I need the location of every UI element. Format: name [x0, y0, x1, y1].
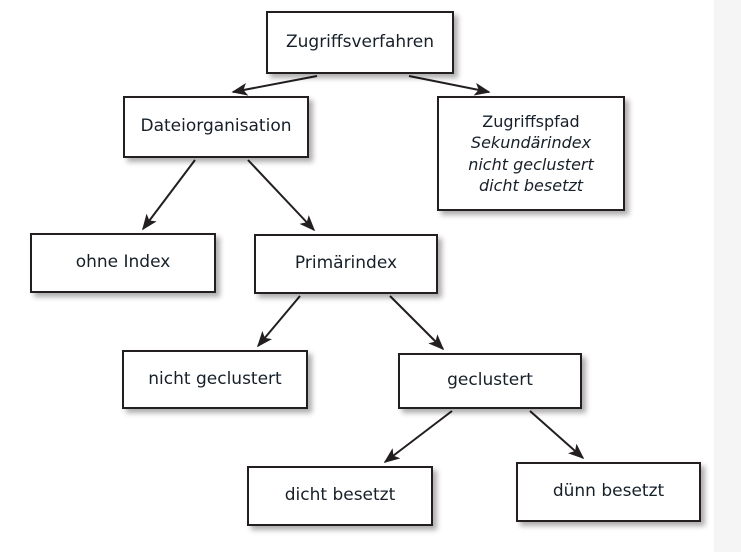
edge-zugriffsverfahren-to-dateiorganisation — [231, 75, 318, 96]
node-label: ohne Index — [75, 252, 171, 273]
node-label: dünn besetzt — [552, 481, 665, 502]
node-ohne-index[interactable]: ohne Index — [30, 233, 216, 293]
right-margin-strip — [714, 0, 741, 552]
edge-dateiorganisation-to-primaerindex — [247, 159, 316, 232]
edge-dateiorganisation-to-ohne-index — [142, 159, 196, 231]
edge-geclustert-to-dicht-besetzt — [383, 410, 453, 463]
node-label: Dateiorganisation — [140, 116, 292, 137]
node-label-line-3: nicht geclustert — [468, 154, 594, 174]
node-label: dicht besetzt — [284, 485, 396, 506]
node-dicht-besetzt[interactable]: dicht besetzt — [247, 466, 433, 526]
node-nicht-geclustert[interactable]: nicht geclustert — [122, 350, 308, 409]
node-label: nicht geclustert — [148, 368, 282, 389]
node-duenn-besetzt[interactable]: dünn besetzt — [516, 462, 701, 522]
edge-primaerindex-to-geclustert — [389, 295, 445, 351]
node-geclustert[interactable]: geclustert — [398, 353, 582, 409]
node-zugriffsverfahren[interactable]: Zugriffsverfahren — [266, 11, 454, 74]
node-dateiorganisation[interactable]: Dateiorganisation — [123, 96, 309, 158]
node-label: Zugriffsverfahren — [285, 31, 435, 52]
edge-geclustert-to-duenn-besetzt — [529, 410, 585, 460]
node-label-line-2: Sekundärindex — [470, 133, 592, 153]
edge-zugriffsverfahren-to-zugriffspfad — [408, 75, 491, 96]
node-label: Primärindex — [294, 253, 398, 274]
node-label-line-1: Zugriffspfad — [482, 111, 580, 131]
node-label-line-4: dicht besetzt — [478, 175, 584, 195]
node-multiline-label: Zugriffspfad Sekundärindex nicht geclust… — [439, 111, 623, 196]
node-zugriffspfad[interactable]: Zugriffspfad Sekundärindex nicht geclust… — [437, 96, 625, 211]
node-label: geclustert — [447, 370, 533, 391]
edge-primaerindex-to-nicht-geclustert — [256, 295, 301, 348]
node-primaerindex[interactable]: Primärindex — [254, 234, 438, 294]
